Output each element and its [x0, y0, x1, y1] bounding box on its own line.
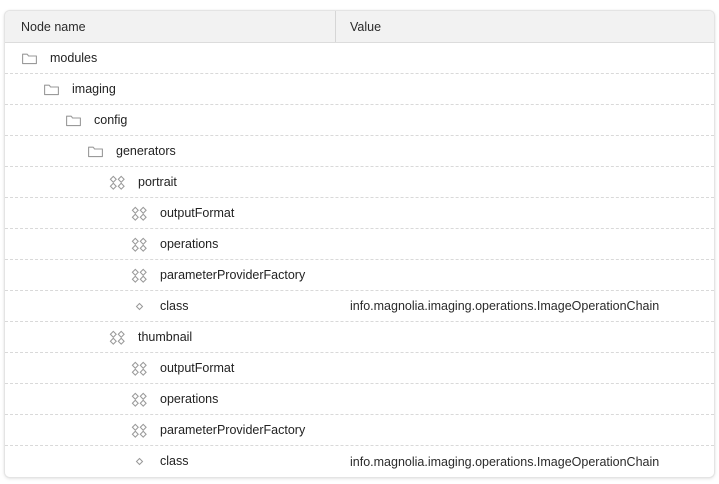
- content-node-icon[interactable]: [107, 174, 127, 190]
- tree-indent-spacer: [5, 461, 129, 462]
- cell-node-value[interactable]: [336, 229, 714, 259]
- folder-icon[interactable]: [19, 50, 39, 66]
- cell-node-value[interactable]: [336, 415, 714, 445]
- cell-node-value[interactable]: [336, 167, 714, 197]
- tree-indent-spacer: [5, 430, 129, 431]
- tree-row[interactable]: operations: [5, 229, 714, 260]
- tree-indent-spacer: [5, 399, 129, 400]
- cell-node-name[interactable]: modules: [5, 43, 336, 73]
- tree-indent-spacer: [5, 58, 19, 59]
- cell-node-value[interactable]: [336, 43, 714, 73]
- tree-header-row: Node name Value: [5, 11, 714, 43]
- tree-row[interactable]: parameterProviderFactory: [5, 415, 714, 446]
- content-node-icon[interactable]: [129, 391, 149, 407]
- tree-row[interactable]: modules: [5, 43, 714, 74]
- node-name-label: generators: [116, 143, 176, 158]
- node-name-label: portrait: [138, 174, 177, 189]
- tree-indent-spacer: [5, 182, 107, 183]
- tree-row[interactable]: config: [5, 105, 714, 136]
- cell-node-value[interactable]: [336, 353, 714, 383]
- content-node-icon[interactable]: [129, 267, 149, 283]
- column-header-value[interactable]: Value: [350, 19, 382, 34]
- cell-node-name[interactable]: class: [5, 446, 336, 477]
- tree-row[interactable]: operations: [5, 384, 714, 415]
- node-name-label: imaging: [72, 81, 116, 96]
- cell-node-name[interactable]: operations: [5, 384, 336, 414]
- cell-node-value[interactable]: [336, 384, 714, 414]
- cell-node-value[interactable]: [336, 260, 714, 290]
- content-node-icon[interactable]: [129, 205, 149, 221]
- cell-node-name[interactable]: operations: [5, 229, 336, 259]
- tree-indent-spacer: [5, 244, 129, 245]
- tree-row[interactable]: class info.magnolia.imaging.operations.Im…: [5, 291, 714, 322]
- cell-node-name[interactable]: class: [5, 291, 336, 321]
- tree-row[interactable]: class info.magnolia.imaging.operations.Im…: [5, 446, 714, 477]
- column-header-node-name[interactable]: Node name: [5, 11, 336, 42]
- content-node-icon[interactable]: [129, 360, 149, 376]
- tree-indent-spacer: [5, 89, 41, 90]
- cell-node-value[interactable]: [336, 105, 714, 135]
- tree-row[interactable]: imaging: [5, 74, 714, 105]
- content-node-icon[interactable]: [129, 236, 149, 252]
- cell-node-name[interactable]: generators: [5, 136, 336, 166]
- tree-indent-spacer: [5, 337, 107, 338]
- cell-node-name[interactable]: outputFormat: [5, 198, 336, 228]
- property-icon[interactable]: [129, 454, 149, 470]
- cell-node-name[interactable]: portrait: [5, 167, 336, 197]
- property-icon[interactable]: [129, 298, 149, 314]
- node-tree-card: Node name Value modules imaging config gene…: [4, 10, 715, 478]
- node-name-label: config: [94, 112, 128, 127]
- tree-indent-spacer: [5, 213, 129, 214]
- tree-row[interactable]: outputFormat: [5, 353, 714, 384]
- tree-body: modules imaging config generators portrait ou…: [5, 43, 714, 477]
- tree-indent-spacer: [5, 275, 129, 276]
- node-name-label: modules: [50, 50, 98, 65]
- tree-row[interactable]: outputFormat: [5, 198, 714, 229]
- cell-node-value[interactable]: [336, 136, 714, 166]
- cell-node-value[interactable]: [336, 322, 714, 352]
- cell-node-value[interactable]: info.magnolia.imaging.operations.ImageOp…: [350, 454, 660, 469]
- tree-row[interactable]: generators: [5, 136, 714, 167]
- node-name-label: operations: [160, 391, 219, 406]
- tree-indent-spacer: [5, 368, 129, 369]
- cell-node-name[interactable]: thumbnail: [5, 322, 336, 352]
- cell-node-value[interactable]: [336, 74, 714, 104]
- node-name-label: outputFormat: [160, 205, 235, 220]
- content-node-icon[interactable]: [107, 329, 127, 345]
- tree-indent-spacer: [5, 306, 129, 307]
- node-name-label: outputFormat: [160, 360, 235, 375]
- cell-node-name[interactable]: imaging: [5, 74, 336, 104]
- content-node-icon[interactable]: [129, 422, 149, 438]
- node-name-label: class: [160, 298, 189, 313]
- tree-row[interactable]: portrait: [5, 167, 714, 198]
- tree-row[interactable]: parameterProviderFactory: [5, 260, 714, 291]
- folder-icon[interactable]: [85, 143, 105, 159]
- cell-node-value[interactable]: info.magnolia.imaging.operations.ImageOp…: [350, 299, 660, 313]
- tree-row[interactable]: thumbnail: [5, 322, 714, 353]
- node-name-label: operations: [160, 236, 219, 251]
- folder-icon[interactable]: [63, 112, 83, 128]
- node-name-label: parameterProviderFactory: [160, 267, 306, 282]
- node-name-label: parameterProviderFactory: [160, 422, 306, 437]
- tree-indent-spacer: [5, 151, 85, 152]
- cell-node-name[interactable]: outputFormat: [5, 353, 336, 383]
- node-name-label: class: [160, 454, 189, 469]
- cell-node-name[interactable]: parameterProviderFactory: [5, 415, 336, 445]
- cell-node-name[interactable]: parameterProviderFactory: [5, 260, 336, 290]
- node-name-label: thumbnail: [138, 329, 193, 344]
- folder-icon[interactable]: [41, 81, 61, 97]
- tree-indent-spacer: [5, 120, 63, 121]
- cell-node-name[interactable]: config: [5, 105, 336, 135]
- cell-node-value[interactable]: [336, 198, 714, 228]
